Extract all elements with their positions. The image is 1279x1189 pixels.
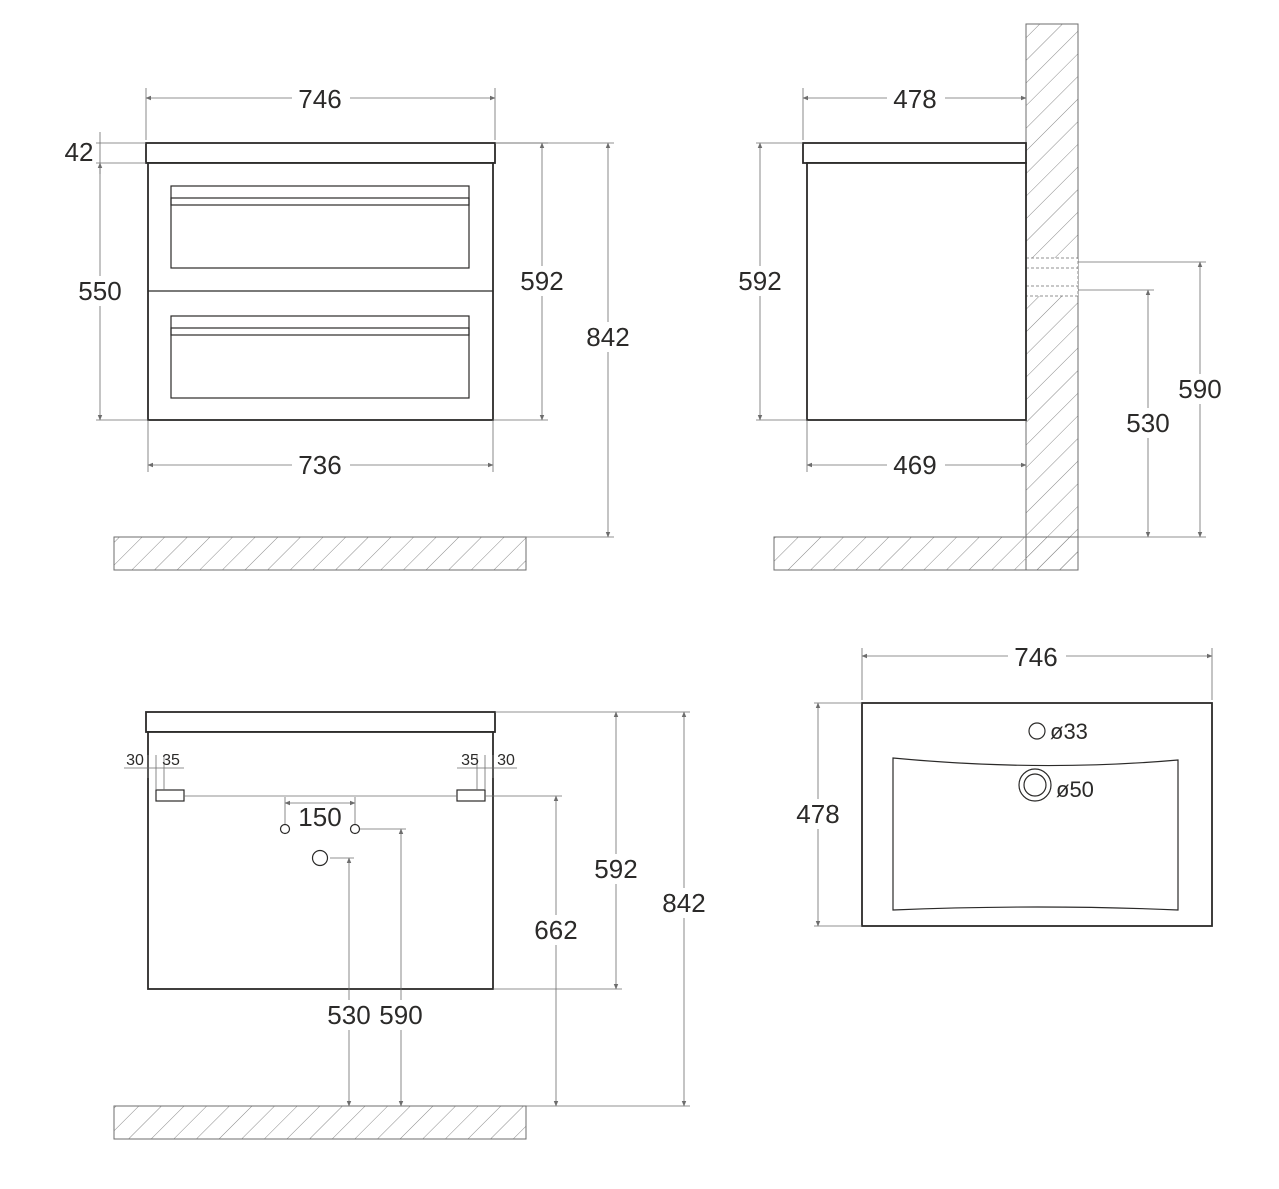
side-view: 478 592 469 590 530	[732, 23, 1228, 571]
tap-hole	[1028, 722, 1046, 740]
dim-top-depth: 478	[893, 84, 936, 114]
dim-pipe-lower: 530	[1126, 408, 1169, 438]
dim-cabinet-height: 592	[520, 266, 563, 296]
dim-body-depth: 469	[893, 450, 936, 480]
back-view: 30 35 35 30 150 530 590 662	[113, 711, 712, 1140]
dim-total-width: 746	[298, 84, 341, 114]
dim-pipe-upper: 590	[1178, 374, 1221, 404]
drain-hole	[311, 849, 329, 867]
floor-hatch	[113, 536, 527, 571]
wall-hatch	[1025, 23, 1079, 571]
dim-right-offset-inner: 35	[461, 752, 479, 769]
dim-left-offset-outer: 30	[126, 752, 144, 769]
dim-body-height: 550	[78, 276, 121, 306]
cabinet-back	[147, 731, 494, 990]
pipe-opening	[1025, 257, 1079, 297]
countertop-side	[802, 142, 1027, 164]
dim-hole-spacing: 150	[298, 802, 341, 832]
upper-drawer-handle	[170, 197, 470, 206]
sink-basin	[892, 757, 1179, 911]
drain-hole-outer	[1018, 768, 1052, 802]
dim-top-thickness: 42	[65, 137, 94, 167]
cabinet-side	[806, 162, 1027, 421]
dim-back-total-height: 842	[662, 888, 705, 918]
left-bracket	[155, 789, 185, 802]
dim-drain-height: 530	[327, 1000, 370, 1030]
dim-back-cabinet-height: 592	[594, 854, 637, 884]
dim-right-offset-outer: 30	[497, 752, 515, 769]
upper-drawer-front	[170, 185, 470, 269]
dim-body-width: 736	[298, 450, 341, 480]
supply-hole-right	[349, 823, 361, 835]
top-view: ø33 ø50 746 478	[790, 642, 1213, 927]
dim-top-width: 746	[1014, 642, 1057, 672]
lower-drawer-handle	[170, 327, 470, 336]
supply-hole-left	[279, 823, 291, 835]
dim-top-depth-plan: 478	[796, 799, 839, 829]
dim-left-offset-inner: 35	[162, 752, 180, 769]
dim-total-height: 842	[586, 322, 629, 352]
dim-drain-hole: ø50	[1056, 777, 1094, 802]
dim-tap-hole: ø33	[1050, 719, 1088, 744]
floor-hatch-side	[773, 536, 1079, 571]
dim-side-height: 592	[738, 266, 781, 296]
lower-drawer-front	[170, 315, 470, 399]
countertop	[145, 142, 496, 164]
right-bracket	[456, 789, 486, 802]
front-view: 746 42 550 592 842 736	[65, 84, 636, 571]
dim-supply-height: 590	[379, 1000, 422, 1030]
countertop-outline	[861, 702, 1213, 927]
drain-hole-inner	[1023, 773, 1047, 797]
floor-hatch-back	[113, 1105, 527, 1140]
dim-mount-height: 662	[534, 915, 577, 945]
countertop-back	[145, 711, 496, 733]
